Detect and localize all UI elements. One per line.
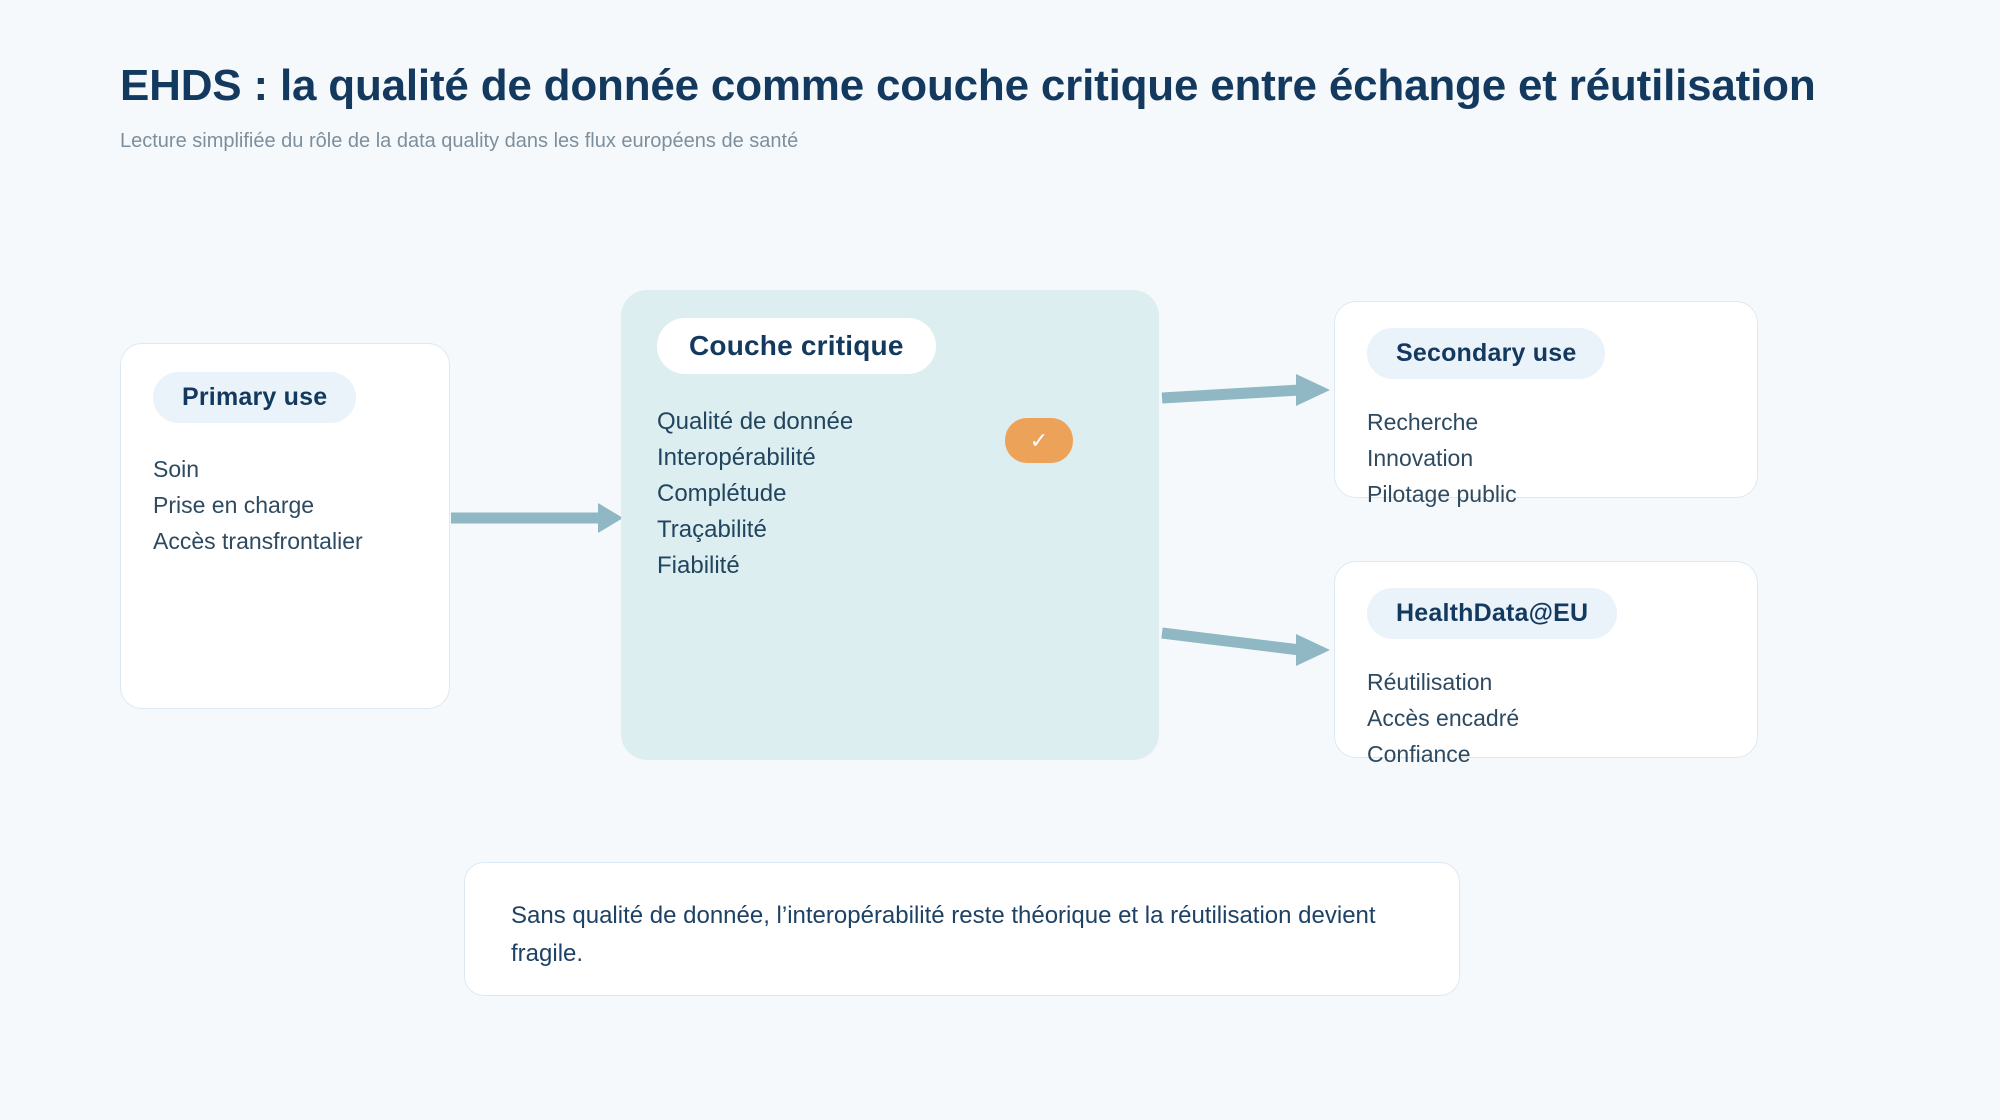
list-item: Prise en charge [153, 492, 315, 518]
arrow-primary-to-center [451, 503, 623, 533]
primary-use-item-list: Soin Prise en charge Accès transfrontali… [153, 451, 417, 559]
check-icon: ✓ [1005, 418, 1073, 463]
page-header: EHDS : la qualité de donnée comme couche… [120, 58, 1880, 155]
healthdata-eu-item-list: Réutilisation Accès encadré Confiance [1367, 664, 1725, 772]
node-secondary-use[interactable]: Secondary use Recherche Innovation Pilot… [1334, 301, 1758, 507]
list-item: Complétude [657, 480, 787, 507]
list-item: Soin [153, 456, 200, 482]
note-text: Sans qualité de donnée, l’interopérabili… [511, 902, 1376, 967]
secondary-use-badge: Secondary use [1367, 328, 1606, 379]
arrow-center-to-secondary [1161, 374, 1330, 406]
list-item: Innovation [1367, 445, 1474, 471]
page-title: EHDS : la qualité de donnée comme couche… [120, 61, 1816, 110]
list-item: Interopérabilité [657, 444, 816, 471]
list-item: Recherche [1367, 409, 1479, 435]
healthdata-eu-badge: HealthData@EU [1367, 588, 1618, 639]
node-healthdata-eu[interactable]: HealthData@EU Réutilisation Accès encadr… [1334, 561, 1758, 767]
list-item: Réutilisation [1367, 669, 1493, 695]
list-item: Confiance [1367, 741, 1471, 767]
list-item: Traçabilité [657, 516, 767, 543]
list-item: Fiabilité [657, 552, 740, 579]
primary-use-badge: Primary use [153, 372, 357, 423]
couche-critique-item-list: Qualité de donnée Interopérabilité Compl… [657, 404, 1123, 584]
page-subtitle: Lecture simplifiée du rôle de la data qu… [120, 130, 799, 152]
list-item: Accès encadré [1367, 705, 1520, 731]
node-couche-critique[interactable]: Couche critique Qualité de donnée Intero… [621, 290, 1159, 760]
list-item: Accès transfrontalier [153, 528, 363, 554]
couche-critique-badge: Couche critique [657, 318, 936, 374]
list-item: Qualité de donnée [657, 408, 854, 435]
list-item: Pilotage public [1367, 481, 1517, 507]
note-box: Sans qualité de donnée, l’interopérabili… [464, 862, 1460, 996]
arrow-center-to-healthdata [1161, 627, 1330, 666]
secondary-use-item-list: Recherche Innovation Pilotage public [1367, 404, 1725, 512]
node-primary-use[interactable]: Primary use Soin Prise en charge Accès t… [120, 343, 450, 709]
